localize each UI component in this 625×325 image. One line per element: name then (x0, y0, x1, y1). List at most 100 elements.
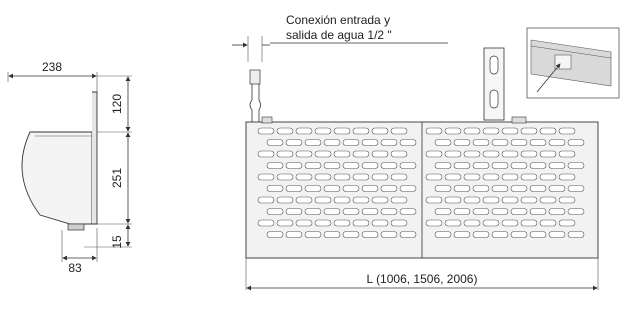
ventilation-slot (501, 173, 519, 181)
ventilation-slot (390, 127, 408, 135)
ventilation-slot (425, 196, 443, 204)
ventilation-slot (491, 139, 509, 146)
ventilation-slot (510, 185, 528, 192)
connection-label-line2: salida de agua 1/2 " (286, 28, 392, 42)
ventilation-slot (295, 219, 313, 227)
ventilation-slot (491, 185, 509, 192)
ventilation-slot (567, 139, 585, 146)
ventilation-slot (285, 208, 303, 215)
ventilation-slot (390, 219, 408, 227)
ventilation-slot (371, 127, 389, 135)
ventilation-slot (399, 139, 417, 146)
ventilation-slot (472, 185, 490, 192)
ventilation-slot (352, 127, 370, 135)
ventilation-slot (371, 173, 389, 181)
ventilation-slot (276, 196, 294, 204)
pipe (249, 84, 261, 122)
ventilation-slot (361, 208, 379, 215)
ventilation-slot (567, 231, 585, 238)
ventilation-slot (463, 127, 481, 135)
length-label: L (1006, 1506, 2006) (367, 272, 478, 286)
front-view: Conexión entrada y salida de agua 1/2 " … (232, 13, 599, 291)
ventilation-slot (333, 127, 351, 135)
ventilation-slot (276, 173, 294, 181)
ventilation-slot (399, 231, 417, 238)
ventilation-slot (352, 173, 370, 181)
ventilation-slot (323, 162, 341, 169)
inset-edge (530, 45, 612, 59)
ventilation-slot (501, 219, 519, 227)
ventilation-slot (434, 185, 452, 192)
ventilation-slot (558, 173, 576, 181)
ventilation-slot (520, 173, 538, 181)
ventilation-slot (314, 196, 332, 204)
ventilation-slot (453, 162, 471, 169)
ventilation-slot (352, 150, 370, 158)
ventilation-slot (285, 185, 303, 192)
ventilation-slot (491, 208, 509, 215)
ventilation-slot (548, 231, 566, 238)
ventilation-slot (276, 219, 294, 227)
ventilation-slot (510, 139, 528, 146)
wall-bracket-front (483, 47, 505, 121)
ventilation-slot (314, 219, 332, 227)
ventilation-slot (285, 231, 303, 238)
ventilation-slot (342, 139, 360, 146)
ventilation-slot (501, 150, 519, 158)
ventilation-slot (323, 139, 341, 146)
ventilation-slot (529, 231, 547, 238)
ventilation-slot (266, 162, 284, 169)
wall-bracket (92, 91, 98, 225)
side-foot (67, 223, 85, 231)
ventilation-slot (529, 139, 547, 146)
ventilation-slot (276, 127, 294, 135)
ventilation-slot (352, 219, 370, 227)
ventilation-slot (295, 173, 313, 181)
ventilation-slot (510, 162, 528, 169)
ventilation-slot (463, 219, 481, 227)
ventilation-slot (425, 173, 443, 181)
ventilation-slot (371, 196, 389, 204)
ventilation-slot (482, 196, 500, 204)
ventilation-slot (333, 196, 351, 204)
ventilation-slot (304, 231, 322, 238)
ventilation-slot (323, 208, 341, 215)
ventilation-slot (463, 150, 481, 158)
ventilation-slot (510, 231, 528, 238)
ventilation-slot (529, 208, 547, 215)
ventilation-slot (501, 196, 519, 204)
ventilation-slot (434, 139, 452, 146)
top-height-label: 120 (110, 94, 124, 114)
ventilation-slot (548, 139, 566, 146)
ventilation-slot (434, 231, 452, 238)
ventilation-slot (285, 162, 303, 169)
top-clip-left (261, 116, 273, 124)
ventilation-slot (371, 219, 389, 227)
top-clip-right (511, 116, 527, 124)
ventilation-slot (529, 162, 547, 169)
detail-inset (526, 27, 620, 99)
ventilation-slot (390, 150, 408, 158)
ventilation-slot (434, 208, 452, 215)
ventilation-slot (567, 208, 585, 215)
ventilation-slot (529, 185, 547, 192)
ventilation-slot (304, 162, 322, 169)
ventilation-slot (463, 173, 481, 181)
ventilation-slot (425, 127, 443, 135)
ventilation-slot (567, 162, 585, 169)
ventilation-slot (491, 162, 509, 169)
ventilation-slot (539, 219, 557, 227)
ventilation-slot (361, 139, 379, 146)
ventilation-slot (333, 173, 351, 181)
ventilation-slot (276, 150, 294, 158)
ventilation-slot (295, 127, 313, 135)
ventilation-slot (444, 219, 462, 227)
ventilation-slot (295, 196, 313, 204)
ventilation-slot (482, 173, 500, 181)
ventilation-slot (314, 150, 332, 158)
ventilation-slot (453, 231, 471, 238)
ventilation-slot (257, 150, 275, 158)
ventilation-slot (539, 173, 557, 181)
